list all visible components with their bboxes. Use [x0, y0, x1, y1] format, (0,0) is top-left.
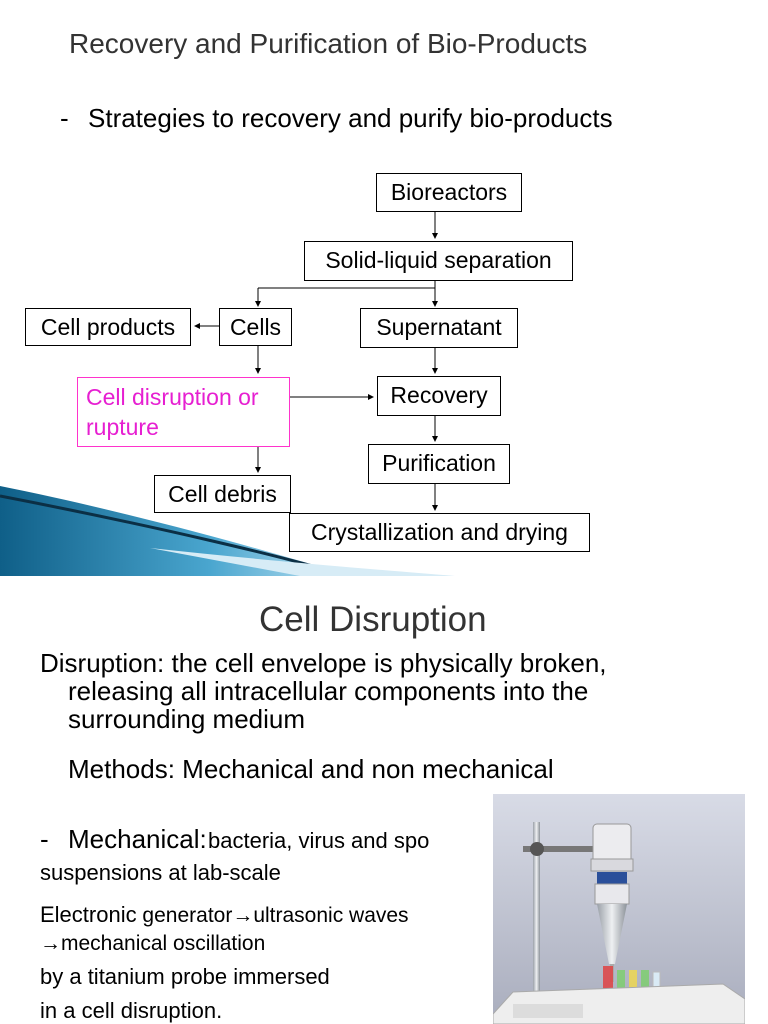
flowchart-connectors [194, 212, 438, 511]
para1-line3: surrounding medium [68, 704, 306, 734]
flow-box-crystallization-drying: Crystallization and drying [289, 513, 590, 552]
flow-box-supernatant: Supernatant [360, 308, 518, 348]
flow-box-cell-disruption: Cell disruption or rupture [77, 377, 290, 447]
flow-box-cell-products: Cell products [25, 308, 191, 346]
methods-line: Methods: Mechanical and non mechanical [68, 754, 554, 784]
bullet-text: Strategies to recovery and purify bio-pr… [88, 103, 613, 133]
ultrasonic-homogenizer-photo [493, 794, 745, 1024]
flow-box-cells: Cells [219, 308, 292, 346]
slide2-title: Cell Disruption [259, 600, 487, 639]
bullet-dash: - [60, 103, 69, 133]
mechanical-rest: bacteria, virus and spo [208, 828, 430, 853]
electronic-line2: →mechanical oscillation [40, 932, 266, 955]
cell-disruption-line1: Cell disruption or [86, 384, 259, 410]
flow-box-cell-debris: Cell debris [154, 475, 291, 513]
mechanical-line2: suspensions at lab-scale [40, 860, 281, 885]
electronic-line1: Electronic generator→ultrasonic waves [40, 902, 409, 928]
flow-box-bioreactors: Bioreactors [376, 173, 522, 212]
para1-line1: Disruption: the cell envelope is physica… [40, 648, 607, 678]
slide-swoosh-decoration [0, 486, 455, 576]
electronic-line4: in a cell disruption. [40, 998, 223, 1023]
generator-text: generator→ultrasonic waves [136, 904, 409, 927]
electronic-line3: by a titanium probe immersed [40, 964, 330, 989]
cell-disruption-line2: rupture [86, 414, 159, 440]
mechanical-label: Mechanical: [68, 824, 207, 854]
slide-recovery-purification: Recovery and Purification of Bio-Product… [0, 28, 613, 576]
para1-line2: releasing all intracellular components i… [68, 676, 589, 706]
electronic-word: Electronic [40, 902, 137, 927]
flow-box-recovery: Recovery [377, 376, 501, 416]
flow-box-solid-liquid-separation: Solid-liquid separation [304, 241, 573, 281]
mechanical-dash: - [40, 824, 49, 854]
slide-title: Recovery and Purification of Bio-Product… [69, 28, 588, 59]
flow-box-purification: Purification [368, 444, 510, 484]
